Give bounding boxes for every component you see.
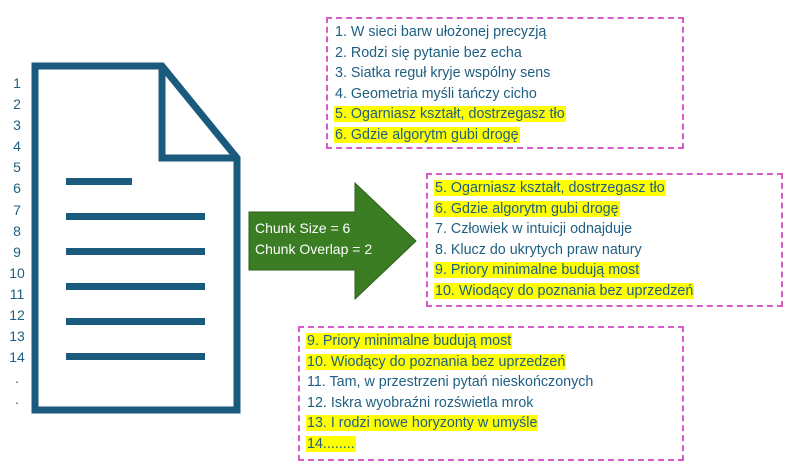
- chunk-line: 14........: [306, 434, 676, 455]
- chunk-line-text: 5. Ogarniasz kształt, dostrzegasz tło: [334, 106, 566, 123]
- arrow-icon: [248, 181, 417, 301]
- chunk-line-text: 7. Człowiek w intuicji odnajduje: [435, 221, 633, 238]
- chunk-line-text: 4. Geometria myśli tańczy cicho: [335, 85, 537, 102]
- chunk-line-text: 2. Rodzi się pytanie bez echa: [335, 44, 522, 61]
- chunk-line-text: 1. W sieci barw ułożonej precyzją: [335, 24, 547, 40]
- chunk-line: 3. Siatka reguł kryje wspólny sens: [334, 63, 676, 84]
- chunk-line-text: 10. Wiodący do poznania bez uprzedzeń: [434, 282, 695, 299]
- document-text-lines: [66, 178, 205, 360]
- chunk-line: 11. Tam, w przestrzeni pytań nieskończon…: [306, 372, 676, 393]
- chunk-line-text: 9. Priory minimalne budują most: [434, 262, 641, 279]
- chunk-size-label: Chunk Size = 6: [255, 220, 351, 236]
- chunk-line-text: 8. Klucz do ukrytych praw natury: [435, 241, 642, 258]
- chunk-line-text: 14........: [306, 435, 356, 452]
- line-number: 11: [9, 285, 25, 302]
- line-number: 6: [13, 180, 21, 197]
- chunk-line: 13. I rodzi nowe horyzonty w umyśle: [306, 413, 676, 434]
- line-number: .: [15, 370, 19, 387]
- chunk-line-text: 13. I rodzi nowe horyzonty w umyśle: [306, 415, 539, 432]
- chunk-line: 9. Priory minimalne budują most: [434, 260, 775, 281]
- chunk-line: 10. Wiodący do poznania bez uprzedzeń: [434, 281, 775, 302]
- chunk-1: 1. W sieci barw ułożonej precyzją 2. Rodz…: [326, 17, 684, 149]
- line-number: 3: [13, 117, 21, 134]
- chunk-line: 10. Wiodący do poznania bez uprzedzeń: [306, 352, 676, 373]
- chunk-overlap-label: Chunk Overlap = 2: [255, 241, 373, 257]
- chunk-line-text: 12. Iskra wyobraźni rozświetla mrok: [307, 394, 534, 411]
- line-number: 9: [13, 243, 21, 260]
- arrow-label: Chunk Size = 6 Chunk Overlap = 2: [255, 218, 372, 260]
- chunk-2: 5. Ogarniasz kształt, dostrzegasz tło 6. …: [426, 173, 783, 307]
- chunk-line: 12. Iskra wyobraźni rozświetla mrok: [306, 393, 676, 414]
- line-number: 10: [9, 264, 25, 281]
- line-number: 13: [9, 328, 25, 345]
- chunk-line-text: 11. Tam, w przestrzeni pytań nieskończon…: [307, 374, 594, 391]
- chunk-line: 4. Geometria myśli tańczy cicho: [334, 84, 676, 105]
- chunk-line: 5. Ogarniasz kształt, dostrzegasz tło: [434, 178, 775, 199]
- chunk-line: 6. Gdzie algorytm gubi drogę: [434, 199, 775, 220]
- document-icon: [31, 62, 241, 414]
- line-number: 7: [13, 201, 21, 218]
- chunk-line: 7. Człowiek w intuicji odnajduje: [434, 219, 775, 240]
- chunk-line: 1. W sieci barw ułożonej precyzją: [334, 22, 676, 43]
- line-number: 1: [13, 75, 21, 91]
- chunk-line-text: 3. Siatka reguł kryje wspólny sens: [335, 65, 551, 82]
- line-number: .: [15, 391, 19, 408]
- chunk-line: 8. Klucz do ukrytych praw natury: [434, 240, 775, 261]
- chunk-line: 5. Ogarniasz kształt, dostrzegasz tło: [334, 104, 676, 125]
- line-number: 12: [9, 307, 25, 324]
- chunk-line-text: 6. Gdzie algorytm gubi drogę: [334, 126, 520, 143]
- line-number: 14: [9, 349, 25, 366]
- chunk-line-text: 6. Gdzie algorytm gubi drogę: [434, 200, 620, 217]
- chunk-line: 6. Gdzie algorytm gubi drogę: [334, 125, 676, 146]
- line-number: 2: [13, 96, 21, 113]
- line-number: 4: [13, 138, 21, 155]
- chunk-3: 9. Priory minimalne budują most 10. Wiodą…: [298, 326, 684, 461]
- chunk-line-text: 5. Ogarniasz kształt, dostrzegasz tło: [434, 180, 666, 196]
- chunk-line: 9. Priory minimalne budują most: [306, 331, 676, 352]
- line-number: 5: [13, 159, 21, 176]
- line-number: 8: [13, 222, 21, 239]
- chunk-line-text: 10. Wiodący do poznania bez uprzedzeń: [306, 353, 567, 370]
- chunk-line: 2. Rodzi się pytanie bez echa: [334, 43, 676, 64]
- chunk-line-text: 9. Priory minimalne budują most: [306, 333, 513, 349]
